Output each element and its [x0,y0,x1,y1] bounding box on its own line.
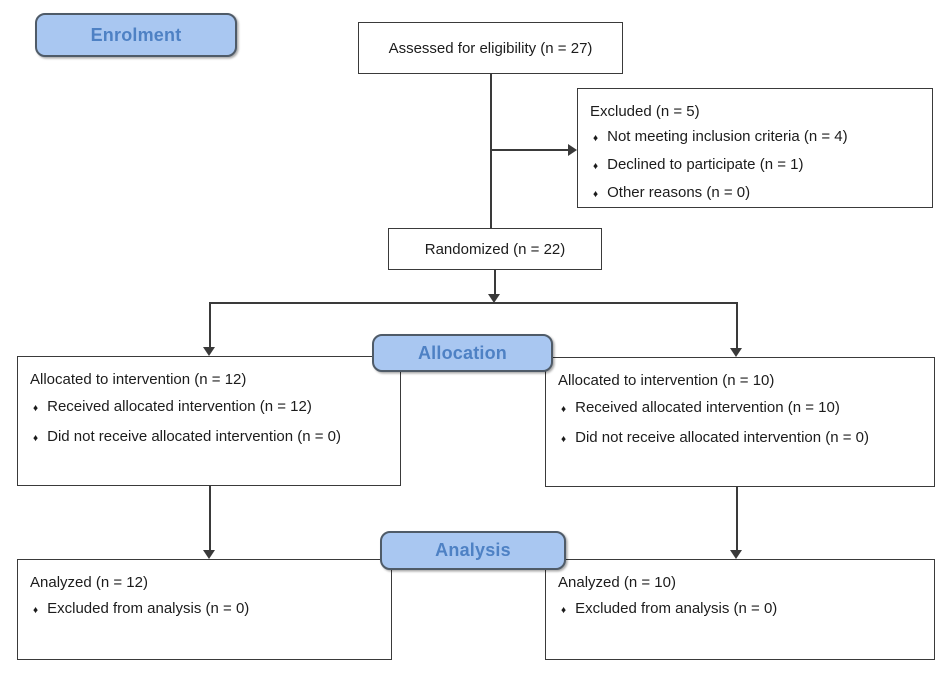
excluded-box: Excluded (n = 5) ♦ Not meeting inclusion… [577,88,933,208]
randomized-text: Randomized (n = 22) [424,240,566,258]
enrolment-stage-label: Enrolment [90,24,182,45]
arrowhead-split-icon [488,294,500,303]
connector-randomized-to-split [494,270,496,296]
allocation-right-item: ♦ Received allocated intervention (n = 1… [561,394,920,424]
arrowhead-analysis-left-icon [203,550,215,559]
arrowhead-analysis-right-icon [730,550,742,559]
diamond-bullet-icon: ♦ [593,133,599,144]
analysis-right-box: Analyzed (n = 10) ♦ Excluded from analys… [545,559,935,660]
allocation-left-box: Allocated to intervention (n = 12) ♦ Rec… [17,356,401,486]
diamond-bullet-icon: ♦ [593,189,599,200]
allocation-right-box: Allocated to intervention (n = 10) ♦ Rec… [545,357,935,487]
connector-split-to-alloc-right [736,302,738,349]
analysis-left-title: Analyzed (n = 12) [30,574,148,591]
diamond-bullet-icon: ♦ [561,404,567,415]
connector-split-line [210,302,738,304]
allocation-left-item: ♦ Received allocated intervention (n = 1… [33,393,386,423]
analysis-right-title: Analyzed (n = 10) [558,574,676,591]
excluded-item: ♦ Other reasons (n = 0) [593,180,918,208]
connector-alloc-to-analysis-left [209,486,211,551]
analysis-left-box: Analyzed (n = 12) ♦ Excluded from analys… [17,559,392,660]
diamond-bullet-icon: ♦ [561,434,567,445]
analysis-right-item-text: Excluded from analysis (n = 0) [575,600,778,617]
allocation-stage-label: Allocation [417,342,507,363]
allocation-left-title: Allocated to intervention (n = 12) [30,371,247,388]
excluded-item: ♦ Declined to participate (n = 1) [593,152,918,180]
allocation-left-item-text: Did not receive allocated intervention (… [47,428,342,445]
allocation-stage-pill: Allocation [372,334,553,372]
connector-alloc-to-analysis-right [736,487,738,551]
diamond-bullet-icon: ♦ [33,403,39,414]
analysis-left-item: ♦ Excluded from analysis (n = 0) [33,595,377,625]
arrowhead-excluded-icon [568,144,577,156]
diamond-bullet-icon: ♦ [33,433,39,444]
analysis-left-item-text: Excluded from analysis (n = 0) [47,600,250,617]
diamond-bullet-icon: ♦ [561,605,567,616]
excluded-item: ♦ Not meeting inclusion criteria (n = 4) [593,124,918,152]
excluded-title: Excluded (n = 5) [590,103,700,120]
connector-branch-to-excluded [490,149,568,151]
allocation-right-item-text: Received allocated intervention (n = 10) [575,399,840,416]
assessed-eligibility-text: Assessed for eligibility (n = 27) [388,39,593,57]
randomized-box: Randomized (n = 22) [388,228,602,270]
excluded-item-text: Declined to participate (n = 1) [607,156,804,173]
assessed-eligibility-box: Assessed for eligibility (n = 27) [358,22,623,74]
arrowhead-alloc-right-icon [730,348,742,357]
allocation-right-item: ♦ Did not receive allocated intervention… [561,424,920,454]
analysis-stage-label: Analysis [435,540,511,560]
diamond-bullet-icon: ♦ [33,605,39,616]
allocation-right-item-text: Did not receive allocated intervention (… [575,429,870,446]
diamond-bullet-icon: ♦ [593,161,599,172]
enrolment-stage-pill: Enrolment [35,13,237,57]
allocation-left-item: ♦ Did not receive allocated intervention… [33,423,386,453]
allocation-right-title: Allocated to intervention (n = 10) [558,372,775,389]
analysis-right-item: ♦ Excluded from analysis (n = 0) [561,595,920,625]
excluded-item-text: Other reasons (n = 0) [607,184,751,201]
allocation-left-item-text: Received allocated intervention (n = 12) [47,398,312,415]
arrowhead-alloc-left-icon [203,347,215,356]
excluded-item-text: Not meeting inclusion criteria (n = 4) [607,128,848,145]
analysis-stage-pill: Analysis [380,531,566,570]
connector-split-to-alloc-left [209,302,211,348]
connector-assessed-to-randomized [490,74,492,228]
